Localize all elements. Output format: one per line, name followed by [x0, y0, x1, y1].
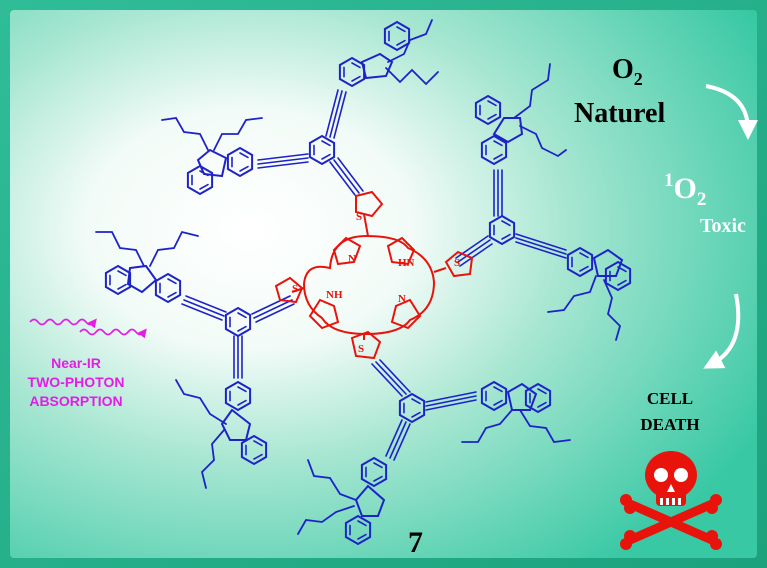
atom-hn-right: HN	[398, 257, 415, 269]
atom-nh-left: NH	[326, 289, 343, 301]
curved-arrow-icon	[705, 84, 758, 140]
o2-name: Naturel	[574, 98, 665, 129]
atom-s-right: S	[454, 257, 460, 269]
compound-number: 7	[408, 526, 423, 559]
arm-bottom	[297, 359, 571, 545]
porphyrin-core	[274, 190, 474, 360]
arm-right	[455, 63, 632, 341]
singlet-oxygen: 1O2 Toxic	[664, 170, 746, 237]
atom-s-top: S	[356, 211, 362, 223]
background-panel	[10, 10, 757, 558]
ground-state-oxygen: O2 Naturel	[574, 54, 665, 129]
o2-subscript: 2	[634, 69, 643, 89]
atom-n-bottom-right: N	[398, 293, 406, 305]
singlet-o2-name: Toxic	[700, 215, 746, 237]
core-atom-labels: N HN NH N S S S S	[292, 211, 460, 355]
excitation-label: Near-IR TWO-PHOTON ABSORPTION	[28, 355, 125, 409]
singlet-o2-superscript: 1	[664, 170, 674, 191]
arm-left	[95, 230, 295, 489]
cell-death-label: CELL DEATH	[640, 389, 699, 434]
o2-formula: O	[612, 54, 634, 85]
arm-top	[161, 19, 439, 196]
wavy-photon-arrow-icon	[29, 318, 147, 339]
excitation-line1: Near-IR	[51, 355, 101, 371]
svg-text:O2: O2	[612, 54, 643, 89]
atom-s-left: S	[292, 283, 298, 295]
excitation-line2: TWO-PHOTON	[28, 374, 125, 390]
singlet-o2-subscript: 2	[697, 189, 707, 210]
atom-n-top-left: N	[348, 253, 356, 265]
excitation-line3: ABSORPTION	[29, 393, 122, 409]
skull-crossbones-icon	[620, 451, 722, 550]
cell-death-line2: DEATH	[640, 415, 699, 434]
curved-arrow-icon	[703, 293, 741, 369]
svg-text:1O2: 1O2	[664, 170, 706, 210]
cell-death-line1: CELL	[647, 389, 693, 408]
atom-s-bottom: S	[358, 343, 364, 355]
singlet-o2-formula: O	[674, 172, 697, 205]
dendritic-arms	[95, 19, 632, 545]
